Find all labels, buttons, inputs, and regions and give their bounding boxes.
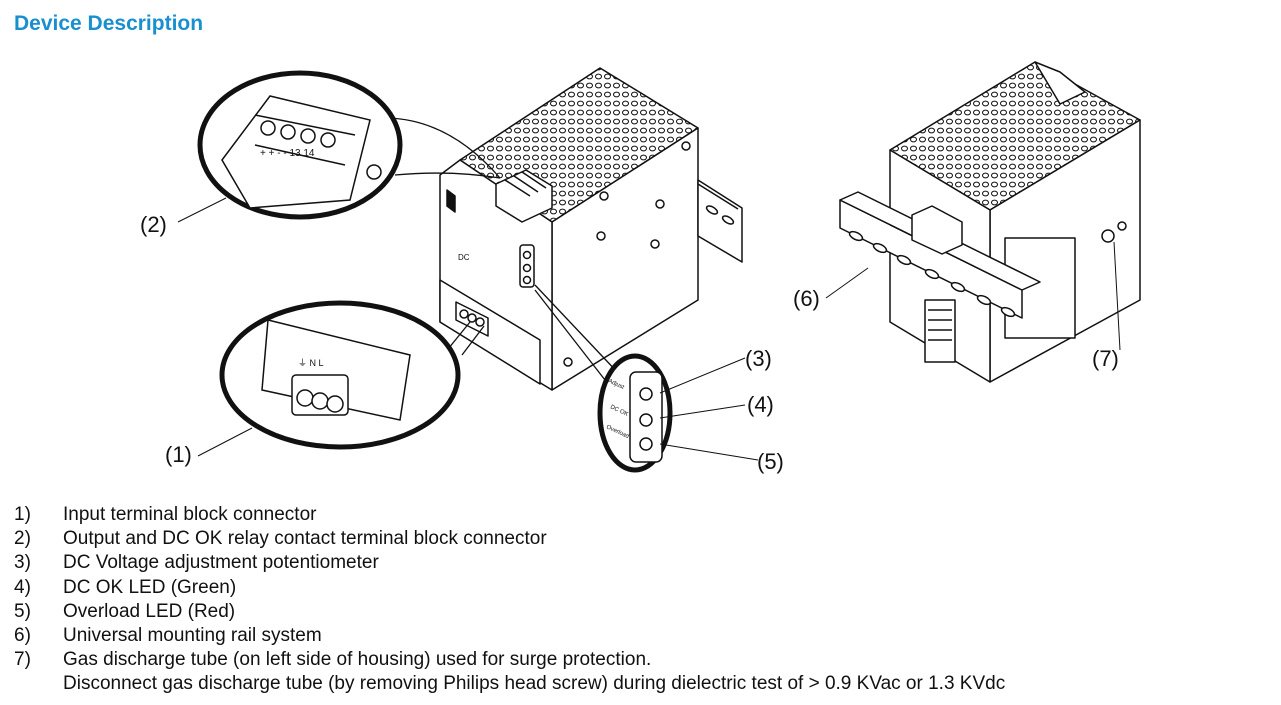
zoom-output-terminal: + + - - 13 14 — [197, 70, 403, 220]
list-item-text: Disconnect gas discharge tube (by removi… — [63, 673, 1006, 695]
list-item-number: 4) — [14, 576, 31, 598]
list-item: 3) DC Voltage adjustment potentiometer — [14, 551, 1005, 575]
list-item-number: 5) — [14, 600, 31, 622]
svg-text:⏚ N L: ⏚ N L — [298, 358, 324, 368]
list-item-number: 6) — [14, 625, 31, 647]
list-item-number: 2) — [14, 528, 31, 550]
list-item: 5) Overload LED (Red) — [14, 600, 1005, 624]
list-item-text: Output and DC OK relay contact terminal … — [63, 528, 547, 550]
zoom-led-panel: Adjust DC OK Overload — [597, 353, 673, 473]
svg-text:+ + - - 13 14: + + - - 13 14 — [260, 148, 315, 159]
list-item: 7) Gas discharge tube (on left side of ho… — [14, 648, 1005, 672]
rear-device — [839, 61, 1141, 383]
callout-4: (4) — [747, 392, 774, 417]
list-item-text: DC OK LED (Green) — [63, 576, 237, 598]
list-item: 6) Universal mounting rail system — [14, 624, 1005, 648]
list-item-number: 1) — [14, 504, 31, 525]
list-item-text: Overload LED (Red) — [63, 600, 236, 622]
item-list: 1) Input terminal block connector 2) Output… — [14, 503, 1005, 697]
callout-2: (2) — [140, 212, 167, 237]
list-item: 1) Input terminal block connector — [14, 503, 1005, 527]
svg-text:DC: DC — [458, 253, 470, 262]
front-device: DC — [439, 67, 743, 391]
list-item-text: Input terminal block connector — [63, 504, 317, 525]
list-item: 2) Output and DC OK relay contact termina… — [14, 527, 1005, 551]
list-item: 4) DC OK LED (Green) — [14, 576, 1005, 600]
callout-1: (1) — [165, 442, 192, 467]
list-item-text: Universal mounting rail system — [63, 625, 322, 647]
din-rail-front — [697, 179, 743, 263]
list-item-number: 3) — [14, 552, 31, 574]
callout-3: (3) — [745, 346, 772, 371]
section-title: Device Description — [14, 12, 204, 35]
list-item-number — [14, 672, 63, 696]
device-illustration: DC + + - - 13 14 ⏚ N L — [140, 61, 1141, 474]
callout-6: (6) — [793, 286, 820, 311]
list-item-number: 7) — [14, 649, 31, 671]
callout-7: (7) — [1092, 346, 1119, 371]
list-item-text: DC Voltage adjustment potentiometer — [63, 552, 379, 574]
list-item: Disconnect gas discharge tube (by removi… — [14, 672, 1005, 696]
callout-5: (5) — [757, 449, 784, 474]
zoom-input-terminal: ⏚ N L — [219, 300, 461, 450]
list-item-text: Gas discharge tube (on left side of hous… — [63, 649, 652, 671]
